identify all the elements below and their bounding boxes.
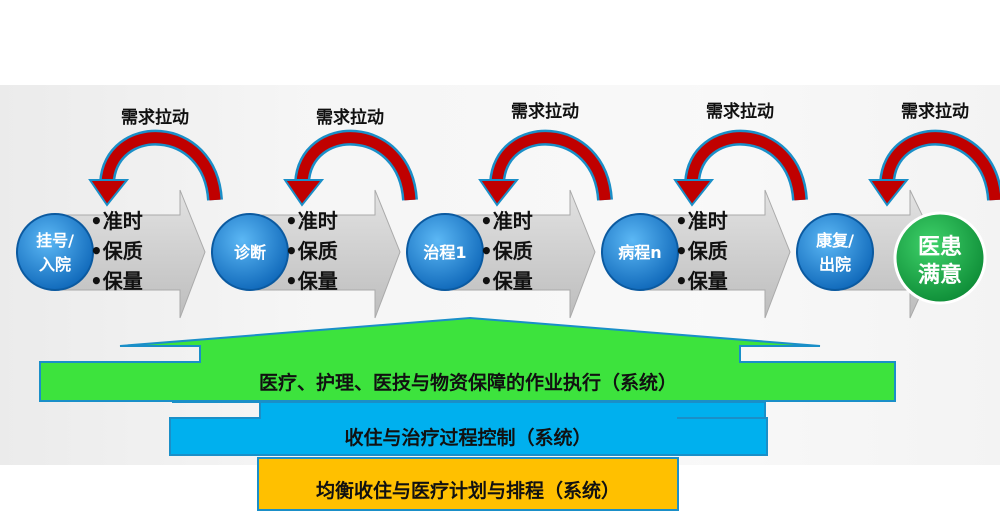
goal-label: 医患 [918, 234, 962, 260]
stage-label: 病程n [618, 243, 661, 262]
demand-pull-arrow [283, 129, 418, 207]
layer-label-control: 收住与治疗过程控制（系统） [344, 426, 591, 449]
flow-arrow [54, 189, 206, 319]
layer-label-execution: 医疗、护理、医技与物资保障的作业执行（系统） [259, 371, 677, 394]
stage-label: 挂号/ [36, 231, 74, 250]
bullet-item: •准时 [90, 209, 143, 233]
bullet-item: •准时 [675, 209, 728, 233]
flow-arrow [639, 189, 791, 319]
stage-label: 入院 [39, 255, 71, 274]
demand-pull-label: 需求拉动 [901, 101, 969, 122]
stage-circle [16, 213, 94, 291]
stage-label: 诊断 [234, 243, 266, 262]
bullet-item: •保量 [90, 269, 143, 293]
goal-circle [893, 211, 987, 305]
demand-pull-label: 需求拉动 [706, 101, 774, 122]
demand-pull-arrow [478, 129, 613, 207]
bullet-item: •保质 [285, 239, 338, 263]
stage-label: 治程1 [423, 243, 466, 262]
bullet-item: •准时 [285, 209, 338, 233]
bullet-item: •准时 [480, 209, 533, 233]
stage-circle [796, 213, 874, 291]
bullet-item: •保量 [675, 269, 728, 293]
stage-label: 康复/ [816, 231, 854, 250]
demand-pull-label: 需求拉动 [121, 107, 189, 128]
bullet-item: •保量 [480, 269, 533, 293]
stage-label: 出院 [819, 255, 851, 274]
stage-circle [406, 213, 484, 291]
demand-pull-arrow [868, 129, 1000, 207]
layer-green: 医疗、护理、医技与物资保障的作业执行（系统） [39, 316, 896, 402]
layer-label-planning: 均衡收住与医疗计划与排程（系统） [316, 479, 620, 502]
bullet-item: •保质 [90, 239, 143, 263]
demand-pull-label: 需求拉动 [316, 107, 384, 128]
stage-circle [601, 213, 679, 291]
bullet-item: •保质 [675, 239, 728, 263]
goal-label: 满意 [918, 262, 962, 288]
layer-blue: 收住与治疗过程控制（系统） [169, 401, 768, 456]
demand-pull-arrow [673, 129, 808, 207]
demand-pull-arrow [88, 129, 223, 207]
layer-orange: 均衡收住与医疗计划与排程（系统） [257, 457, 679, 511]
stage-circle [211, 213, 289, 291]
bullet-item: •保质 [480, 239, 533, 263]
bullet-item: •保量 [285, 269, 338, 293]
flow-arrow [444, 189, 596, 319]
flow-arrow [249, 189, 401, 319]
demand-pull-label: 需求拉动 [511, 101, 579, 122]
